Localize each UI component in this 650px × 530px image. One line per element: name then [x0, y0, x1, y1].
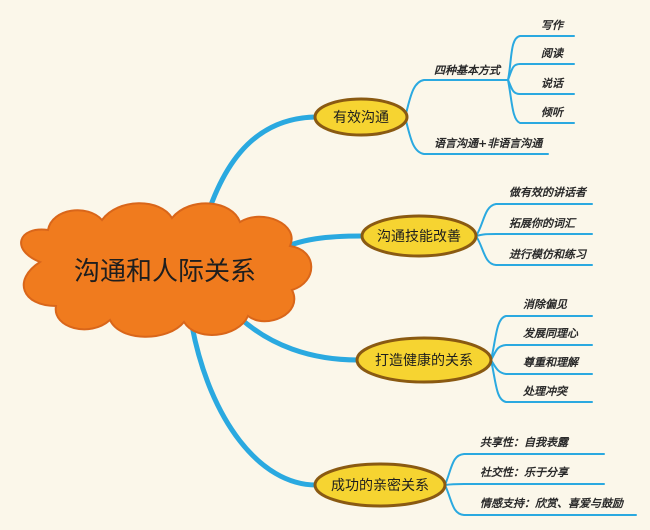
leaf-label: 社交性：乐于分享	[480, 466, 570, 479]
connector-branch-to-leaf	[475, 233, 593, 237]
leaf-label: 写作	[541, 19, 565, 32]
connector-branch-to-leaf	[490, 359, 593, 403]
leaf-label: 倾听	[541, 106, 565, 119]
branch-label: 成功的亲密关系	[331, 477, 429, 494]
leaf-label: 语言沟通+非语言沟通	[434, 137, 544, 150]
leaf-effective-speaker[interactable]: 做有效的讲话者	[509, 186, 588, 199]
leaf-respect-understanding[interactable]: 尊重和理解	[523, 356, 580, 369]
branch-label: 打造健康的关系	[375, 352, 473, 369]
connector-branch-to-leaf	[507, 79, 575, 124]
leaf-label: 消除偏见	[523, 298, 568, 311]
branch-node-effective-communication[interactable]: 有效沟通	[313, 97, 409, 137]
leaf-label: 尊重和理解	[523, 356, 580, 369]
connector-branch-to-leaf	[444, 484, 637, 516]
leaf-label: 情感支持：欣赏、喜爱与鼓励	[480, 497, 625, 510]
leaf-label: 做有效的讲话者	[509, 186, 588, 199]
leaf-label: 发展同理心	[523, 327, 579, 340]
leaf-label: 说话	[541, 77, 565, 90]
leaf-label: 阅读	[541, 47, 565, 60]
branch-node-intimate-relationships[interactable]: 成功的亲密关系	[313, 462, 447, 508]
connector-branch-to-leaf	[490, 344, 593, 361]
branch-label: 有效沟通	[333, 110, 389, 126]
connector-branch-to-leaf	[490, 315, 593, 361]
leaf-eliminate-prejudice[interactable]: 消除偏见	[523, 298, 568, 311]
leaf-sharing-self-disclosure[interactable]: 共享性：自我表露	[480, 436, 570, 449]
branch-label: 沟通技能改善	[377, 229, 461, 245]
leaf-social-willing-share[interactable]: 社交性：乐于分享	[480, 466, 570, 479]
branch-node-skill-improvement[interactable]: 沟通技能改善	[360, 214, 478, 258]
branch-ellipse	[355, 336, 493, 384]
connector-branch-to-leaf	[444, 483, 605, 486]
branch-ellipse	[313, 97, 409, 137]
leaf-label: 处理冲突	[522, 385, 569, 398]
leaf-verbal-nonverbal[interactable]: 语言沟通+非语言沟通	[434, 137, 544, 150]
connector-root-to-branch	[237, 315, 361, 363]
leaf-expand-vocabulary[interactable]: 拓展你的词汇	[509, 217, 577, 230]
leaf-imitate-practice[interactable]: 进行模仿和练习	[509, 248, 588, 261]
root-label: 沟通和人际关系	[74, 257, 256, 287]
connector-root-to-branch	[189, 323, 319, 488]
subnode-four-basic-methods[interactable]: 四种基本方式	[434, 64, 502, 77]
leaf-reading[interactable]: 阅读	[541, 47, 565, 60]
leaf-listening[interactable]: 倾听	[541, 106, 565, 119]
leaf-label: 四种基本方式	[434, 64, 502, 77]
root-node[interactable]: 沟通和人际关系	[20, 202, 313, 338]
leaf-label: 共享性：自我表露	[480, 436, 570, 449]
connector-branch-to-leaf	[507, 35, 575, 81]
branch-node-healthy-relationships[interactable]: 打造健康的关系	[355, 336, 493, 384]
leaf-label: 进行模仿和练习	[509, 248, 588, 261]
leaf-emotional-support[interactable]: 情感支持：欣赏、喜爱与鼓励	[480, 497, 625, 510]
root-cloud-shape	[20, 202, 313, 338]
branch-ellipse	[313, 462, 447, 508]
connector-branch-to-leaf	[475, 203, 593, 237]
connector-branch-to-leaf	[475, 235, 593, 266]
leaf-empathy[interactable]: 发展同理心	[523, 327, 579, 340]
connector-branch-to-leaf	[444, 453, 605, 486]
leaf-label: 拓展你的词汇	[509, 217, 577, 230]
connector-branch-to-leaf	[507, 63, 575, 81]
leaf-writing[interactable]: 写作	[541, 19, 565, 32]
branch-ellipse	[360, 214, 478, 258]
leaf-speaking[interactable]: 说话	[541, 77, 565, 90]
connector-branch-to-leaf	[404, 79, 509, 118]
leaf-handle-conflict[interactable]: 处理冲突	[522, 385, 569, 398]
